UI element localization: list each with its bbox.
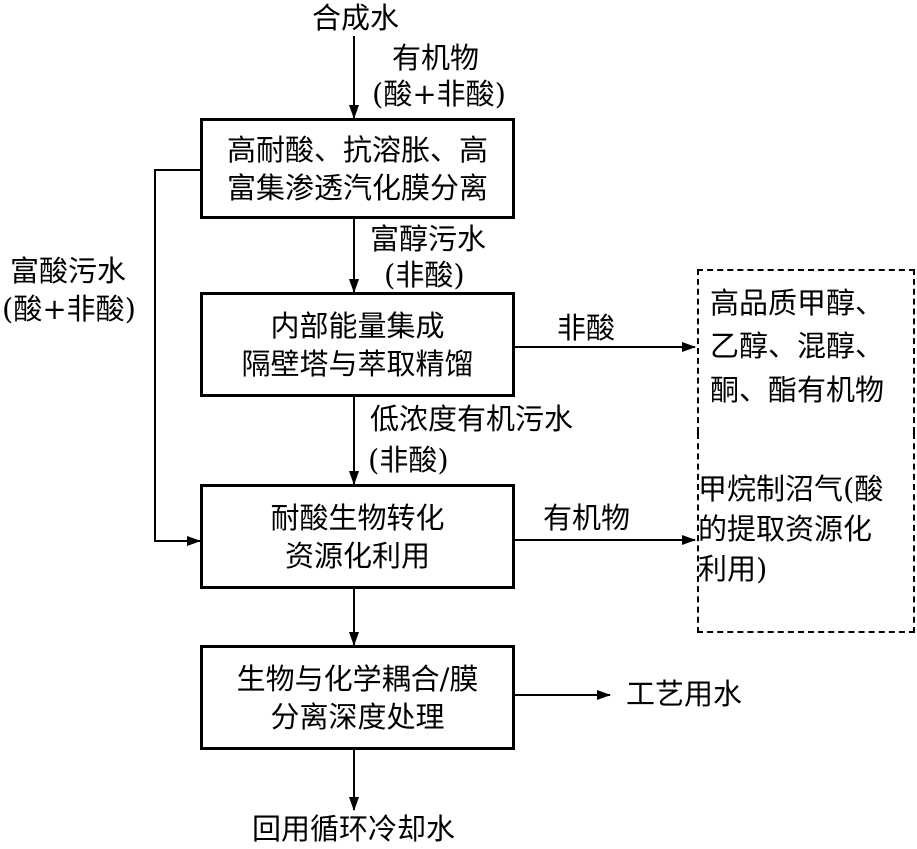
bioconversion-box-line2: 资源化利用: [284, 538, 430, 573]
membrane-box-line2: 富集渗透汽化膜分离: [226, 170, 488, 205]
products-box: [697, 269, 915, 433]
deep-treatment-box-line1: 生物与化学耦合/膜: [236, 661, 479, 696]
alcohol-rich-sub-label: (非酸): [384, 258, 465, 292]
non-acid-label: 非酸: [557, 311, 616, 345]
products-line6: 利用): [698, 552, 768, 586]
bioconversion-box-line1: 耐酸生物转化: [270, 500, 445, 535]
input-organics-sub-label: (酸+非酸): [372, 77, 506, 111]
products-line5: 的提取资源化: [698, 512, 873, 546]
deep-treatment-box: 生物与化学耦合/膜 分离深度处理: [200, 645, 515, 750]
products-line4: 甲烷制沼气(酸: [698, 472, 884, 506]
acid-rich-sub-label: (酸+非酸): [2, 292, 136, 326]
membrane-box-line1: 高耐酸、抗溶胀、高: [226, 132, 488, 167]
distillation-box-line2: 隔壁塔与萃取精馏: [241, 346, 474, 381]
products-line1: 高品质甲醇、: [710, 286, 885, 320]
distillation-box-line1: 内部能量集成: [270, 308, 445, 343]
products-line2: 乙醇、混醇、: [710, 329, 885, 363]
alcohol-rich-label: 富醇污水: [370, 222, 487, 256]
acid-rich-label: 富酸污水: [10, 254, 127, 288]
low-conc-sub-label: (非酸): [368, 443, 449, 477]
products-box-lower: [697, 433, 915, 633]
process-water-label: 工艺用水: [626, 677, 743, 711]
arrow-acid-rich-bypass: [154, 169, 201, 546]
distillation-box: 内部能量集成 隔壁塔与萃取精馏: [200, 292, 515, 397]
organics-label: 有机物: [543, 501, 631, 535]
cooling-water-label: 回用循环冷却水: [252, 812, 456, 846]
input-water-label: 合成水: [312, 1, 400, 35]
membrane-separation-box: 高耐酸、抗溶胀、高 富集渗透汽化膜分离: [200, 118, 515, 219]
input-organics-label: 有机物: [392, 41, 480, 75]
bioconversion-box: 耐酸生物转化 资源化利用: [200, 484, 515, 589]
deep-treatment-box-line2: 分离深度处理: [270, 699, 445, 734]
low-conc-label: 低浓度有机污水: [370, 402, 574, 436]
products-line3: 酮、酯有机物: [710, 373, 885, 407]
